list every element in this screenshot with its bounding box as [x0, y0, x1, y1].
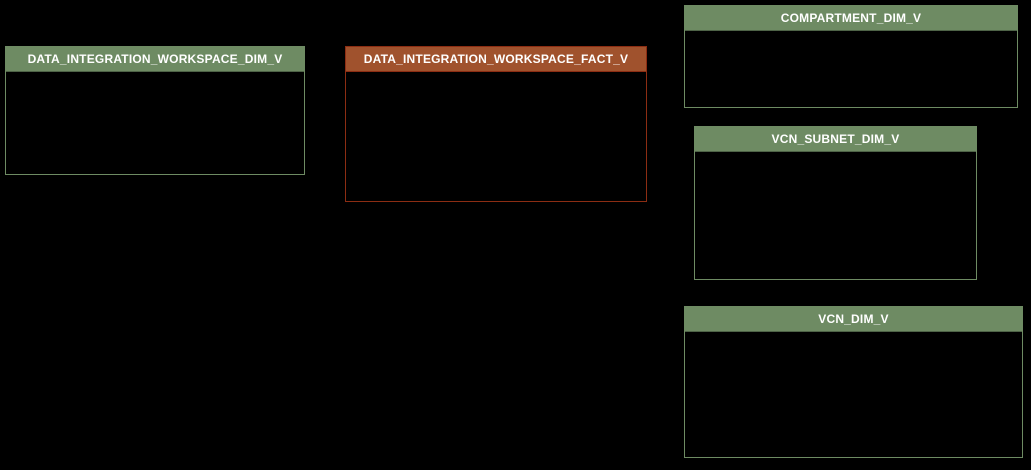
- entity-title-data-integration-workspace-fact-v: DATA_INTEGRATION_WORKSPACE_FACT_V: [346, 47, 646, 72]
- entity-vcn-dim-v[interactable]: VCN_DIM_V: [684, 306, 1023, 458]
- entity-title-data-integration-workspace-dim-v: DATA_INTEGRATION_WORKSPACE_DIM_V: [6, 47, 304, 72]
- entity-title-vcn-subnet-dim-v: VCN_SUBNET_DIM_V: [695, 127, 976, 152]
- entity-body-vcn-dim-v: [685, 332, 1022, 457]
- entity-compartment-dim-v[interactable]: COMPARTMENT_DIM_V: [684, 5, 1018, 108]
- entity-body-compartment-dim-v: [685, 31, 1017, 107]
- entity-data-integration-workspace-fact-v[interactable]: DATA_INTEGRATION_WORKSPACE_FACT_V: [345, 46, 647, 202]
- entity-body-vcn-subnet-dim-v: [695, 152, 976, 279]
- entity-body-data-integration-workspace-fact-v: [346, 72, 646, 201]
- entity-title-compartment-dim-v: COMPARTMENT_DIM_V: [685, 6, 1017, 31]
- entity-title-vcn-dim-v: VCN_DIM_V: [685, 307, 1022, 332]
- entity-body-data-integration-workspace-dim-v: [6, 72, 304, 174]
- entity-data-integration-workspace-dim-v[interactable]: DATA_INTEGRATION_WORKSPACE_DIM_V: [5, 46, 305, 175]
- entity-vcn-subnet-dim-v[interactable]: VCN_SUBNET_DIM_V: [694, 126, 977, 280]
